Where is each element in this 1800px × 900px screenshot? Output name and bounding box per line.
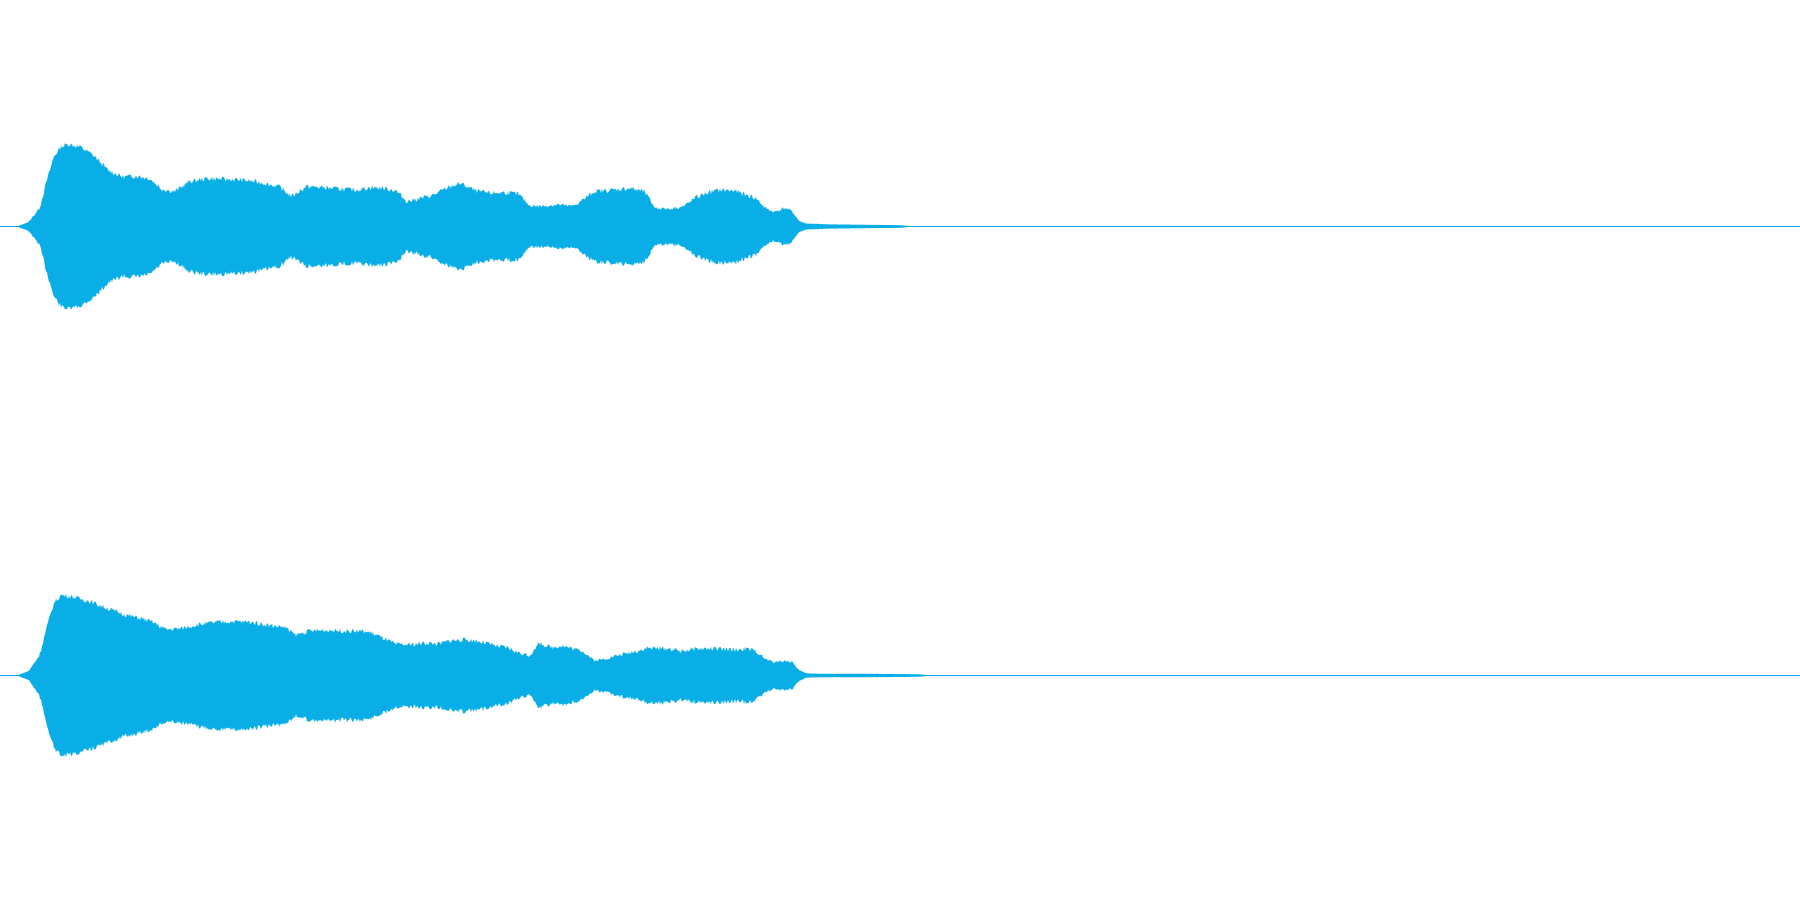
channel-right <box>0 593 1800 758</box>
channel-left-waveform <box>0 143 1800 310</box>
channel-left <box>0 143 1800 310</box>
channel-right-waveform <box>0 593 1800 758</box>
